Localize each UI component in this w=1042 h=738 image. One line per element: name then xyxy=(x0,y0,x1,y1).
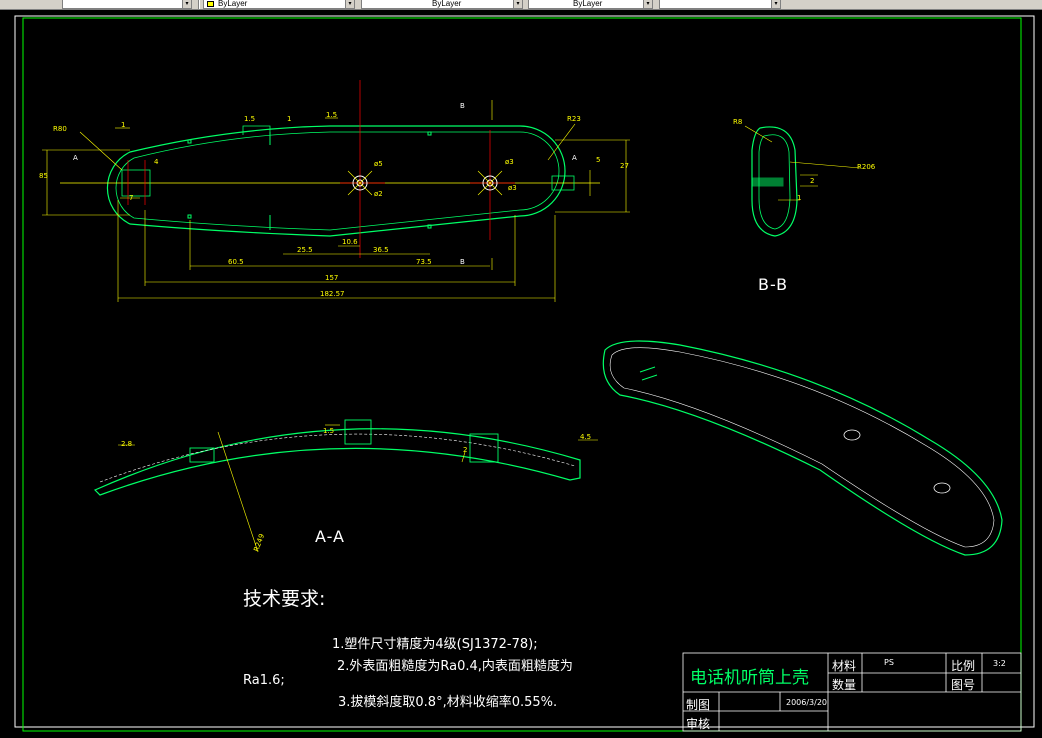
color-swatch-icon xyxy=(207,1,214,7)
dim-r23: R23 xyxy=(567,115,581,123)
dim-total: 182.57 xyxy=(320,290,345,298)
chevron-down-icon[interactable]: ▾ xyxy=(182,0,191,8)
dim-r206: R206 xyxy=(857,163,876,171)
dim-d2: ø2 xyxy=(374,190,383,198)
dim-w10-6: 10.6 xyxy=(342,238,358,246)
chevron-down-icon[interactable]: ▾ xyxy=(643,0,652,8)
dim-1-5: 1.5 xyxy=(244,115,255,123)
requirements-title: 技术要求: xyxy=(243,588,326,610)
section-mark-a-right: A xyxy=(572,154,577,162)
cad-drawing: R80 1 1.5 1 1.5 R23 B B A A ø5 ø2 ø3 ø3 … xyxy=(14,15,1035,732)
dim-bb-2: 2 xyxy=(810,177,814,185)
lineweight-combo-label: ByLayer xyxy=(432,0,462,8)
requirements-line-2a: 2.外表面粗糙度为Ra0.4,内表面粗糙度为 xyxy=(337,659,573,674)
inner-frame xyxy=(22,17,1022,732)
checked-label: 审核 xyxy=(686,717,711,731)
layer-filter-combo[interactable]: ▾ xyxy=(659,0,781,9)
linetype-combo-label: ByLayer xyxy=(218,0,248,8)
section-aa-view: 2.8 4.5 R249 2 1.5 xyxy=(93,419,598,553)
dim-d3b: ø3 xyxy=(508,184,517,192)
dim-d3: ø3 xyxy=(505,158,514,166)
dim-h27: 27 xyxy=(620,162,629,170)
section-bb-view: R8 R206 1 2 xyxy=(733,118,876,237)
dim-h5: 5 xyxy=(596,156,600,164)
dim-1b: 1 xyxy=(287,115,291,123)
dim-h4-5: 4.5 xyxy=(580,433,591,441)
dim-r249: R249 xyxy=(252,533,266,553)
part-name: 电话机听筒上壳 xyxy=(690,668,809,688)
chevron-down-icon[interactable]: ▾ xyxy=(771,0,780,8)
dim-h4: 4 xyxy=(154,158,159,166)
drawing-canvas[interactable]: R80 1 1.5 1 1.5 R23 B B A A ø5 ø2 ø3 ø3 … xyxy=(0,10,1042,738)
drawing-no-label: 图号 xyxy=(951,678,976,692)
dim-bb-1: 1 xyxy=(797,194,801,202)
dim-aa-2: 2 xyxy=(463,446,467,454)
scale-value: 3:2 xyxy=(993,659,1006,668)
plotstyle-combo[interactable]: ByLayer ▾ xyxy=(528,0,653,9)
dim-h2-8: 2.8 xyxy=(121,440,132,448)
section-bb-label: B-B xyxy=(758,275,789,294)
scale-label: 比例 xyxy=(951,659,976,673)
material-label: 材料 xyxy=(832,659,857,673)
toolbar-separator xyxy=(198,0,200,9)
dim-1-5b: 1.5 xyxy=(326,111,337,119)
dim-aa-1-5: 1.5 xyxy=(323,427,334,435)
isometric-view xyxy=(602,340,1003,556)
dim-w157: 157 xyxy=(325,274,338,282)
chevron-down-icon[interactable]: ▾ xyxy=(513,0,522,8)
requirements-line-1: 1.塑件尺寸精度为4级(SJ1372-78); xyxy=(332,637,538,652)
requirements-line-3: 3.拔模斜度取0.8°,材料收缩率0.55%. xyxy=(338,695,558,710)
color-combo[interactable]: ▾ xyxy=(62,0,192,9)
dim-w73-5: 73.5 xyxy=(416,258,432,266)
chevron-down-icon[interactable]: ▾ xyxy=(345,0,354,8)
dim-1: 1 xyxy=(121,121,125,129)
section-mark-b-top: B xyxy=(460,102,465,110)
section-mark-b-bottom: B xyxy=(460,258,465,266)
lineweight-combo[interactable]: ByLayer ▾ xyxy=(361,0,523,9)
outer-frame xyxy=(14,15,1035,728)
dim-r8: R8 xyxy=(733,118,742,126)
section-mark-a-left: A xyxy=(73,154,78,162)
dim-d5: ø5 xyxy=(374,160,383,168)
drawn-date: 2006/3/20 xyxy=(786,698,828,707)
material-value: PS xyxy=(884,658,894,667)
section-aa-label: A-A xyxy=(315,527,345,546)
dim-w60-5: 60.5 xyxy=(228,258,244,266)
properties-toolbar: ▾ ByLayer ▾ ByLayer ▾ ByLayer ▾ ▾ xyxy=(0,0,1042,10)
dim-w25-5: 25.5 xyxy=(297,246,313,254)
plan-view: R80 1 1.5 1 1.5 R23 B B A A ø5 ø2 ø3 ø3 … xyxy=(39,80,630,302)
dim-r80: R80 xyxy=(53,125,67,133)
quantity-label: 数量 xyxy=(832,678,857,692)
plotstyle-combo-label: ByLayer xyxy=(573,0,603,8)
dim-w36-5: 36.5 xyxy=(373,246,389,254)
requirements-line-2b: Ra1.6; xyxy=(243,673,285,688)
dim-h7: 7 xyxy=(129,194,133,202)
title-block xyxy=(682,652,1022,732)
linetype-combo[interactable]: ByLayer ▾ xyxy=(203,0,355,9)
dim-h85: 85 xyxy=(39,172,48,180)
drawn-label: 制图 xyxy=(686,698,711,712)
